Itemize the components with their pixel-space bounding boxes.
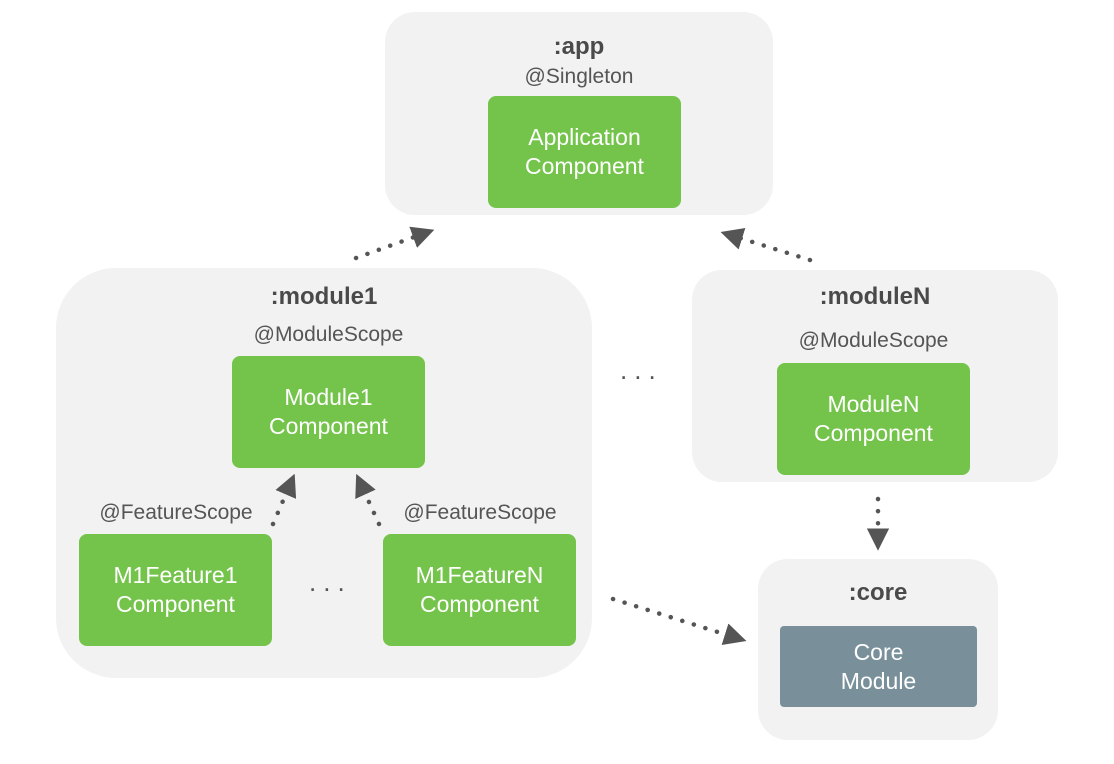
- m1feature1-component-line2: Component: [116, 591, 235, 617]
- feature1-scope-label: @FeatureScope: [99, 501, 253, 524]
- module1-scope-label: @ModuleScope: [253, 323, 404, 346]
- core-title: :core: [848, 579, 908, 606]
- core-module-line1: Core: [853, 638, 904, 665]
- application-component[interactable]: Application Component: [488, 96, 681, 208]
- moduleN-scope-label: @ModuleScope: [798, 329, 949, 352]
- m1featureN-component-line2: Component: [420, 591, 539, 617]
- moduleN-component-line2: Component: [814, 420, 933, 446]
- moduleN-title: :moduleN: [819, 283, 931, 310]
- app-scope-label: @Singleton: [524, 65, 634, 88]
- featureN-scope-label: @FeatureScope: [403, 501, 557, 524]
- moduleN-component-line1: ModuleN: [827, 391, 920, 417]
- modules-ellipsis: ...: [620, 355, 663, 385]
- features-ellipsis: ...: [309, 567, 352, 597]
- arrow-module1-to-core: [610, 596, 747, 645]
- arrow-moduleN-to-app: [720, 227, 813, 263]
- m1feature1-component-line1: M1Feature1: [113, 562, 238, 588]
- m1featureN-component[interactable]: M1FeatureN Component: [383, 534, 576, 646]
- module1-component-line1: Module1: [284, 384, 373, 410]
- application-component-line2: Component: [525, 153, 644, 179]
- app-title: :app: [553, 33, 605, 60]
- core-module-line2: Module: [840, 667, 917, 694]
- arrow-module1-to-app: [353, 226, 435, 261]
- m1featureN-component-line1: M1FeatureN: [415, 562, 544, 588]
- core-module[interactable]: Core Module: [780, 626, 977, 707]
- module1-title: :module1: [270, 283, 378, 310]
- module1-component-line2: Component: [269, 413, 388, 439]
- moduleN-component[interactable]: ModuleN Component: [777, 363, 970, 475]
- m1feature1-component[interactable]: M1Feature1 Component: [79, 534, 272, 646]
- module1-component[interactable]: Module1 Component: [232, 356, 425, 468]
- application-component-line1: Application: [528, 124, 641, 150]
